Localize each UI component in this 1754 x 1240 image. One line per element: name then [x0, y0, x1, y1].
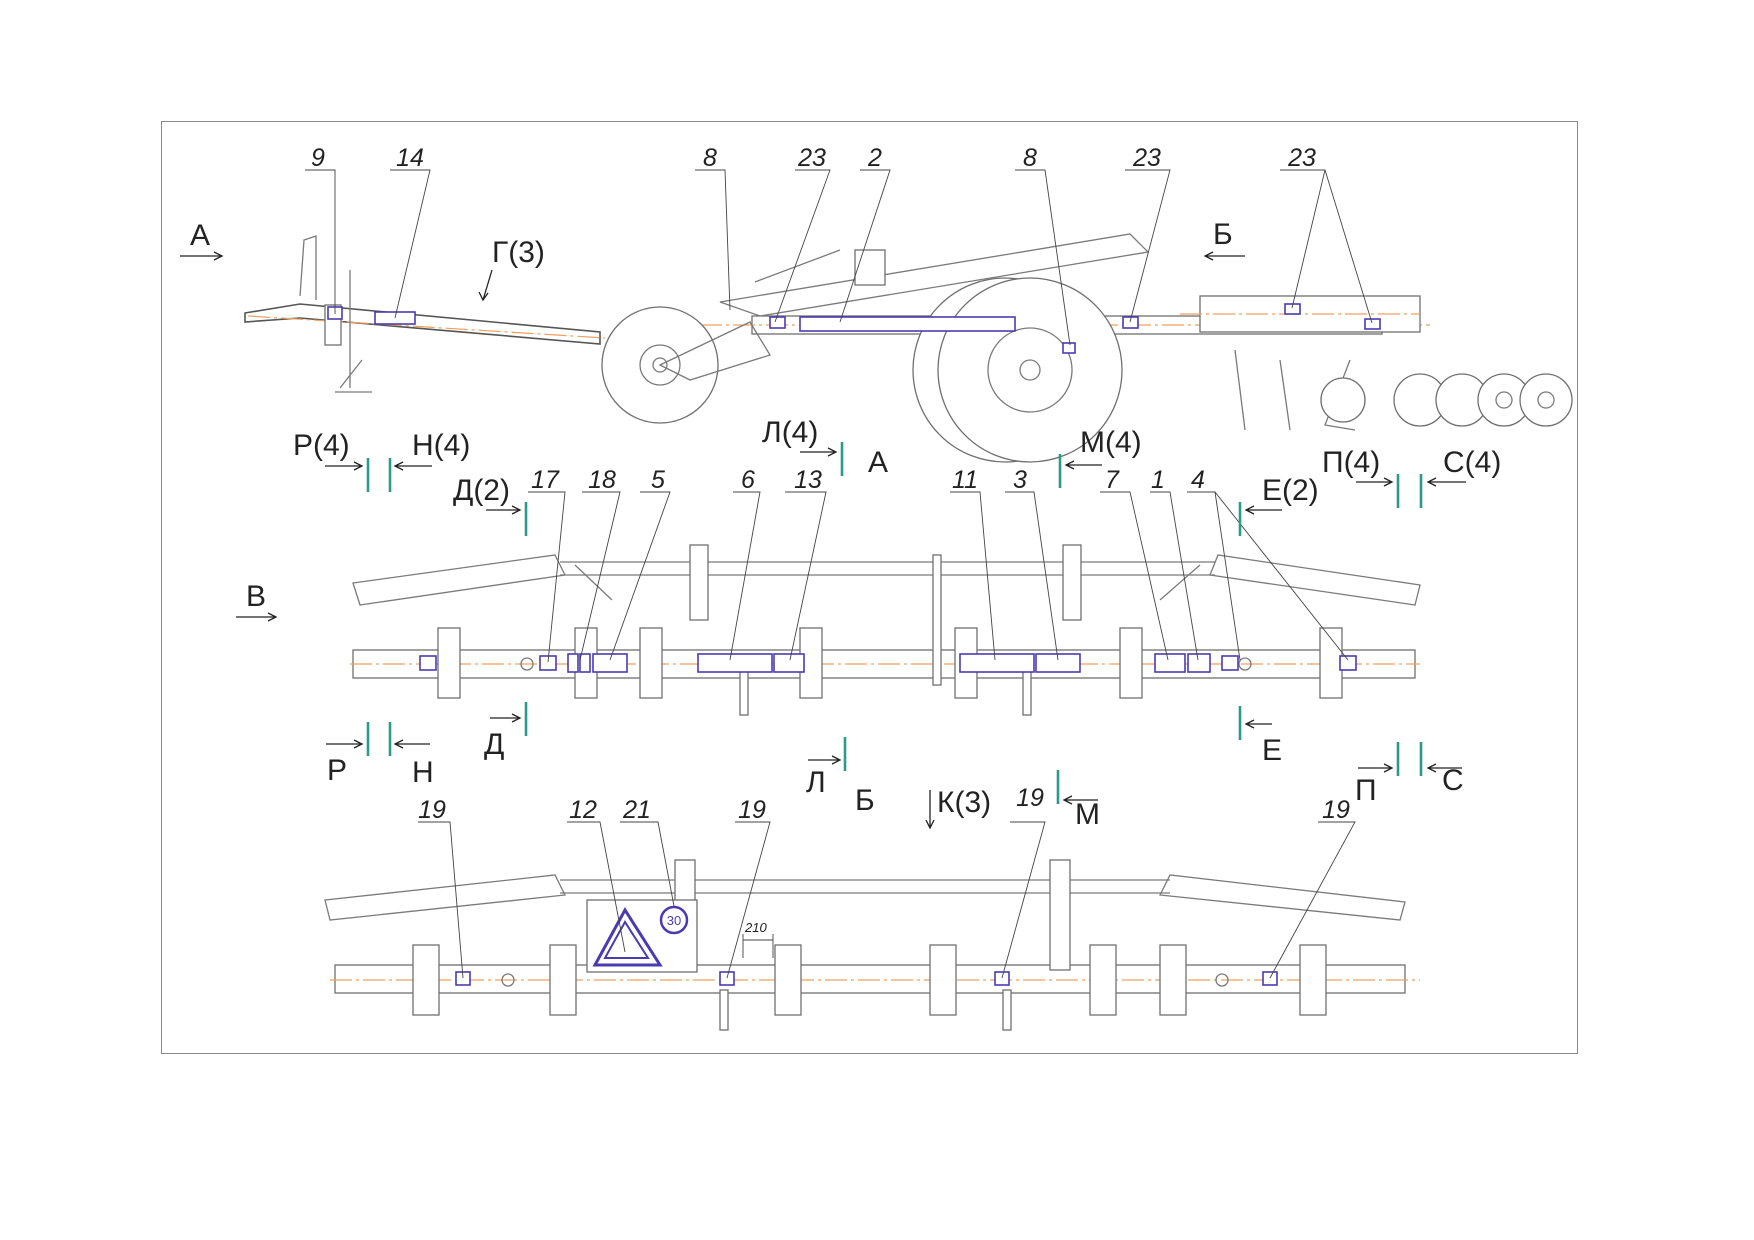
- plate-17: [539, 655, 557, 671]
- callout-17: 17: [531, 466, 560, 494]
- label-view-b: Б: [1213, 218, 1233, 251]
- callout-7: 7: [1105, 466, 1120, 494]
- callout-19c: 19: [1016, 784, 1044, 812]
- plate-19b: [719, 971, 735, 986]
- drawing-frame: [161, 121, 1578, 1054]
- plate-1: [1187, 653, 1211, 673]
- plate-19a: [455, 971, 471, 986]
- dimension-210: 210: [744, 920, 767, 935]
- callout-13: 13: [794, 466, 822, 494]
- plate-pv-2: [1221, 655, 1239, 671]
- plate-2: [799, 316, 1016, 332]
- plate-23b: [1122, 316, 1139, 329]
- callout-2: 2: [867, 144, 882, 172]
- label-p: П: [1355, 774, 1377, 807]
- callout-23b: 23: [1132, 144, 1161, 172]
- label-v: В: [246, 580, 266, 613]
- callout-12: 12: [569, 796, 597, 824]
- plate-18b: [579, 653, 591, 673]
- label-s4: С(4): [1443, 446, 1501, 479]
- plate-19c: [994, 971, 1010, 986]
- label-b: Б: [855, 784, 875, 817]
- label-r: Р: [327, 754, 347, 787]
- plate-4: [1339, 655, 1357, 671]
- callout-3: 3: [1013, 466, 1027, 494]
- label-l: Л: [806, 766, 826, 799]
- plate-18a: [567, 653, 579, 673]
- callout-8: 8: [703, 144, 717, 172]
- side-view: 9 14 8 23 2 8 23 23 А Г(3) Б: [180, 144, 1573, 463]
- callout-1: 1: [1151, 466, 1165, 494]
- callout-19b: 19: [738, 796, 766, 824]
- plate-11: [959, 653, 1035, 673]
- plate-5: [592, 653, 628, 673]
- plate-6: [697, 653, 773, 673]
- callout-19a: 19: [418, 796, 446, 824]
- plate-8: [1062, 342, 1076, 354]
- label-d: Д: [484, 728, 504, 761]
- label-m: М: [1075, 798, 1100, 831]
- callout-18: 18: [588, 466, 616, 494]
- plan-view: 17 18 5 6 13 11 3 7 1 4 Р(4) Н(4) Л(4) А…: [236, 416, 1501, 807]
- callout-8b: 8: [1023, 144, 1037, 172]
- rear-left-cylinder: [324, 874, 567, 921]
- label-a: А: [868, 446, 888, 479]
- callout-9: 9: [311, 144, 325, 172]
- label-d2: Д(2): [453, 474, 510, 507]
- left-wing-cylinder: [352, 554, 566, 606]
- callout-14: 14: [396, 144, 424, 172]
- callout-4: 4: [1191, 466, 1205, 494]
- callout-23c: 23: [1287, 144, 1316, 172]
- label-l4: Л(4): [762, 416, 818, 449]
- label-m4: М(4): [1080, 426, 1142, 459]
- plate-19d: [1262, 971, 1278, 986]
- callout-5: 5: [651, 466, 665, 494]
- drawbar-axis: [247, 315, 606, 339]
- plate-7: [1154, 653, 1186, 673]
- rear-right-cylinder: [1158, 874, 1406, 921]
- callout-21: 21: [622, 796, 651, 824]
- rear-view: 30 210 19 12 21 19 19 19 Б К(3) М: [324, 770, 1420, 1031]
- hitch-post: [299, 235, 317, 300]
- callout-19d: 19: [1322, 796, 1350, 824]
- label-view-g: Г(3): [492, 236, 545, 269]
- callout-6: 6: [741, 466, 755, 494]
- label-e2: Е(2): [1262, 474, 1319, 507]
- label-n4: Н(4): [412, 429, 470, 462]
- speed-limit-sign: [659, 905, 689, 935]
- label-view-a: А: [190, 219, 210, 252]
- label-p4: П(4): [1322, 446, 1380, 479]
- drawbar: [244, 303, 601, 345]
- rear-toolbar: [334, 964, 1406, 994]
- disc-4: [1519, 373, 1573, 427]
- plate-23a: [769, 316, 786, 329]
- right-wing-cylinder: [1209, 554, 1421, 606]
- plate-3: [1035, 653, 1081, 673]
- callout-11: 11: [952, 466, 978, 494]
- label-e: Е: [1262, 734, 1282, 767]
- label-n: Н: [412, 756, 434, 789]
- callout-23: 23: [797, 144, 826, 172]
- label-s: С: [1442, 764, 1464, 797]
- label-r4: Р(4): [293, 429, 350, 462]
- plate-pv-1: [419, 655, 437, 671]
- speed-limit-value: 30: [667, 913, 681, 928]
- label-k3: К(3): [937, 786, 991, 819]
- plate-23d: [1364, 318, 1381, 330]
- slow-vehicle-triangle-icon: [592, 907, 663, 967]
- plate-13: [773, 653, 805, 673]
